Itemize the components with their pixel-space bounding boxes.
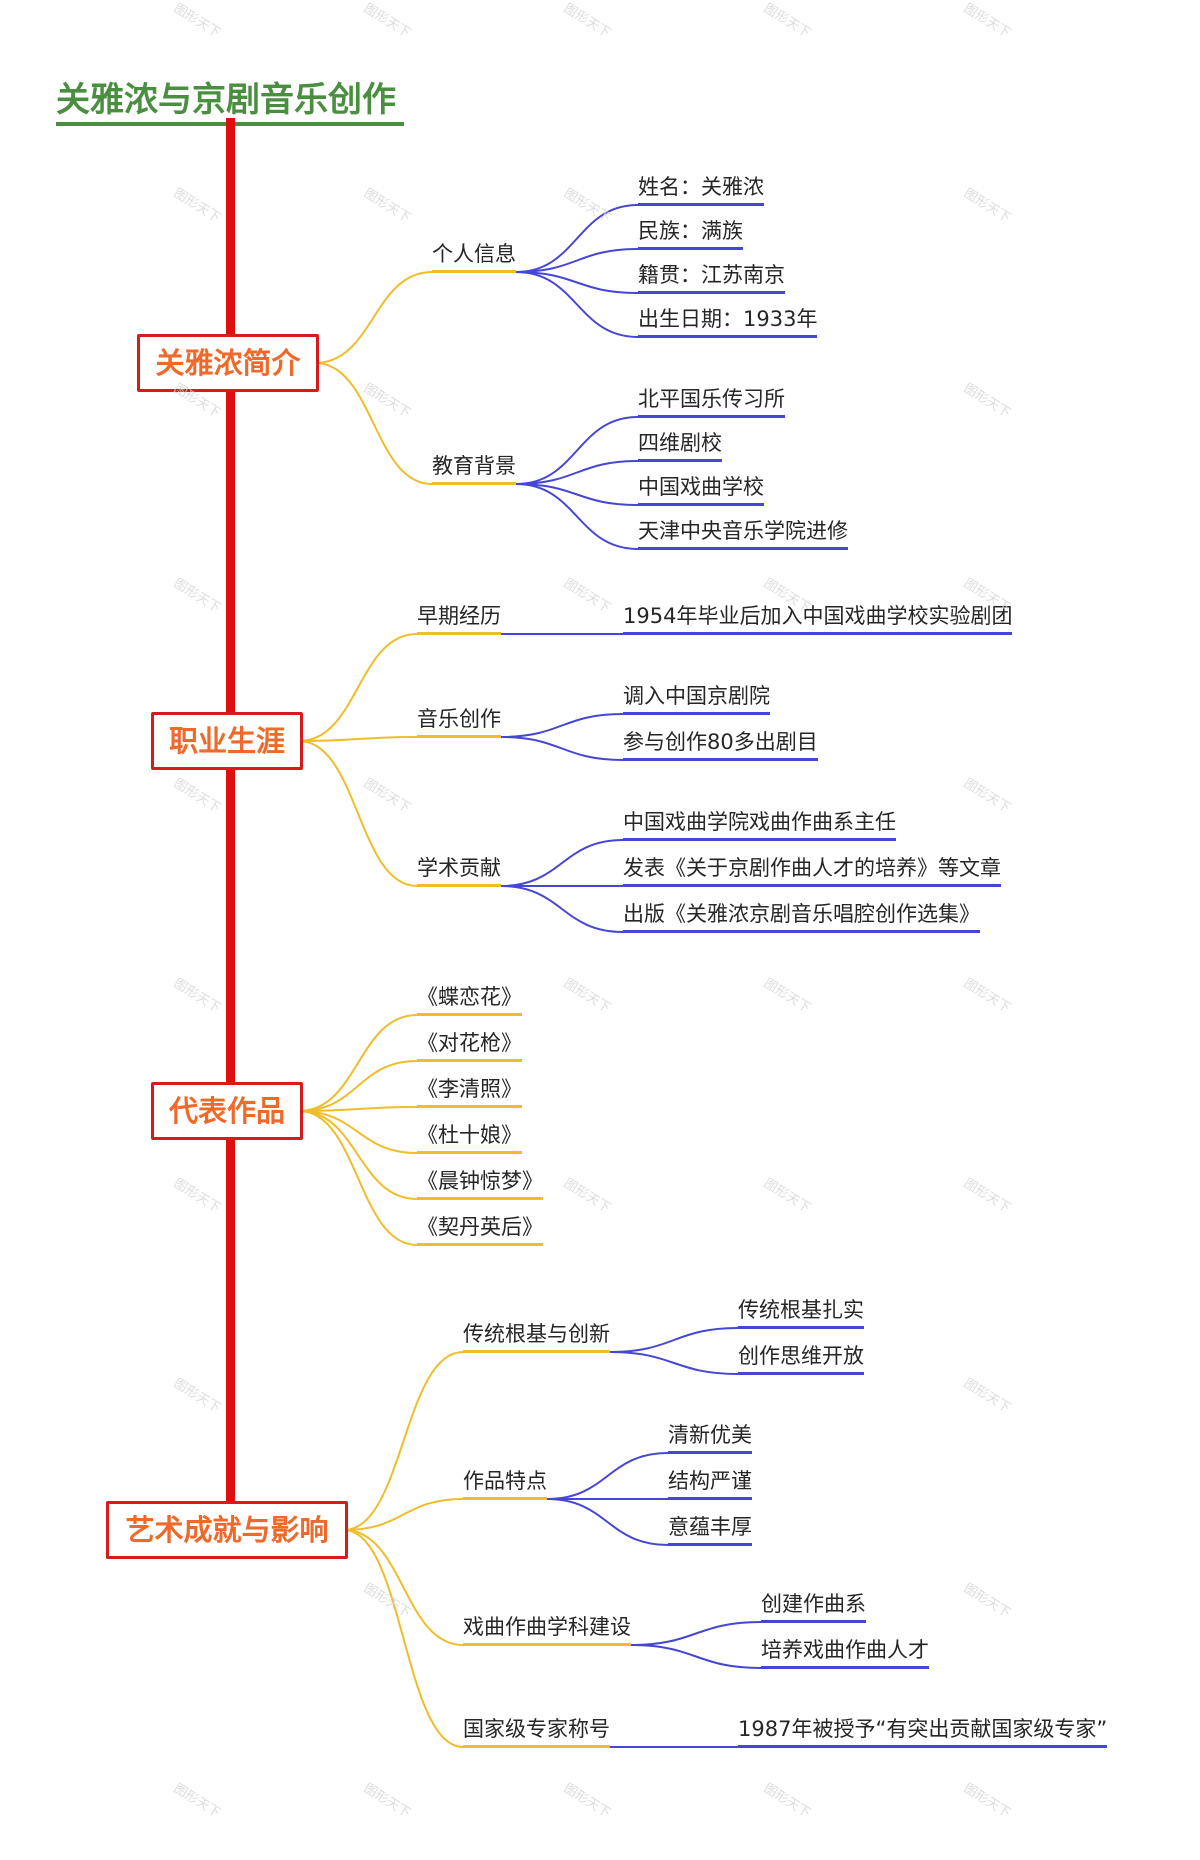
edge-branch-leaf bbox=[500, 839, 624, 887]
leaf-name[interactable]: 姓名：关雅浓 bbox=[638, 173, 764, 206]
main-node-achievements[interactable]: 艺术成就与影响 bbox=[106, 1501, 348, 1559]
leaf-feature-2[interactable]: 结构严谨 bbox=[668, 1467, 752, 1500]
edge-branch-leaf bbox=[515, 271, 639, 294]
work-2[interactable]: 《对花枪》 bbox=[417, 1029, 522, 1062]
edge-main-branch bbox=[298, 633, 418, 742]
leaf-academic-3[interactable]: 出版《关雅浓京剧音乐唱腔创作选集》 bbox=[623, 900, 980, 933]
edge-branch-leaf bbox=[515, 483, 639, 506]
leaf-birthdate[interactable]: 出生日期：1933年 bbox=[638, 305, 818, 338]
leaf-hometown[interactable]: 籍贯：江苏南京 bbox=[638, 261, 785, 294]
edge-main-branch bbox=[314, 271, 433, 364]
edge-branch-leaf bbox=[500, 713, 624, 738]
edge-main-branch bbox=[298, 740, 418, 887]
edge-branch-leaf bbox=[515, 483, 639, 550]
edge-branch-leaf bbox=[630, 1621, 762, 1646]
edge-main-branch bbox=[298, 1060, 418, 1112]
edge-main-branch bbox=[343, 1529, 464, 1646]
branch-work-features[interactable]: 作品特点 bbox=[463, 1467, 547, 1500]
leaf-feature-3[interactable]: 意蕴丰厚 bbox=[668, 1513, 752, 1546]
edge-main-branch bbox=[298, 1014, 418, 1112]
work-5[interactable]: 《晨钟惊梦》 bbox=[417, 1167, 543, 1200]
edge-main-branch bbox=[343, 1498, 464, 1531]
branch-music-creation[interactable]: 音乐创作 bbox=[417, 705, 501, 738]
leaf-academic-1[interactable]: 中国戏曲学院戏曲作曲系主任 bbox=[623, 808, 896, 841]
edge-branch-leaf bbox=[500, 736, 624, 761]
branch-education[interactable]: 教育背景 bbox=[432, 452, 516, 485]
leaf-music-1[interactable]: 调入中国京剧院 bbox=[623, 682, 770, 715]
branch-personal-info[interactable]: 个人信息 bbox=[432, 240, 516, 273]
edge-branch-leaf bbox=[630, 1644, 762, 1669]
edge-branch-leaf bbox=[546, 1498, 669, 1546]
edge-branch-leaf bbox=[515, 271, 639, 338]
leaf-academic-2[interactable]: 发表《关于京剧作曲人才的培养》等文章 bbox=[623, 854, 1001, 887]
edge-branch-leaf bbox=[500, 885, 624, 933]
work-6[interactable]: 《契丹英后》 bbox=[417, 1213, 543, 1246]
edge-main-branch bbox=[298, 1110, 418, 1154]
leaf-tradition-1[interactable]: 传统根基扎实 bbox=[738, 1296, 864, 1329]
edge-main-branch bbox=[298, 736, 418, 742]
main-node-works[interactable]: 代表作品 bbox=[151, 1082, 303, 1140]
main-node-career[interactable]: 职业生涯 bbox=[151, 712, 303, 770]
edge-branch-leaf bbox=[515, 248, 639, 273]
main-node-intro[interactable]: 关雅浓简介 bbox=[137, 334, 319, 392]
leaf-discipline-1[interactable]: 创建作曲系 bbox=[761, 1590, 866, 1623]
edge-branch-leaf bbox=[609, 1351, 739, 1375]
leaf-national-expert[interactable]: 1987年被授予“有突出贡献国家级专家” bbox=[738, 1715, 1108, 1748]
edge-branch-leaf bbox=[515, 460, 639, 485]
edge-main-branch bbox=[343, 1529, 464, 1748]
work-4[interactable]: 《杜十娘》 bbox=[417, 1121, 522, 1154]
leaf-school-4[interactable]: 天津中央音乐学院进修 bbox=[638, 517, 848, 550]
leaf-music-2[interactable]: 参与创作80多出剧目 bbox=[623, 728, 818, 761]
branch-early-career[interactable]: 早期经历 bbox=[417, 602, 501, 635]
mind-map-trunk bbox=[226, 118, 235, 1528]
edge-branch-leaf bbox=[546, 1452, 669, 1500]
edge-main-branch bbox=[343, 1351, 464, 1531]
leaf-tradition-2[interactable]: 创作思维开放 bbox=[738, 1342, 864, 1375]
leaf-school-1[interactable]: 北平国乐传习所 bbox=[638, 385, 785, 418]
edge-branch-leaf bbox=[609, 1327, 739, 1353]
leaf-ethnicity[interactable]: 民族：满族 bbox=[638, 217, 743, 250]
page-title: 关雅浓与京剧音乐创作 bbox=[56, 80, 396, 120]
work-1[interactable]: 《蝶恋花》 bbox=[417, 983, 522, 1016]
branch-tradition-innovation[interactable]: 传统根基与创新 bbox=[463, 1320, 610, 1353]
edge-main-branch bbox=[314, 362, 433, 485]
edge-main-branch bbox=[298, 1106, 418, 1112]
leaf-school-3[interactable]: 中国戏曲学校 bbox=[638, 473, 764, 506]
branch-national-expert[interactable]: 国家级专家称号 bbox=[463, 1715, 610, 1748]
leaf-school-2[interactable]: 四维剧校 bbox=[638, 429, 722, 462]
edge-main-branch bbox=[298, 1110, 418, 1200]
edge-main-branch bbox=[298, 1110, 418, 1246]
branch-academic[interactable]: 学术贡献 bbox=[417, 854, 501, 887]
edge-branch-leaf bbox=[515, 204, 639, 273]
work-3[interactable]: 《李清照》 bbox=[417, 1075, 522, 1108]
edge-branch-leaf bbox=[515, 416, 639, 485]
leaf-discipline-2[interactable]: 培养戏曲作曲人才 bbox=[761, 1636, 929, 1669]
branch-discipline[interactable]: 戏曲作曲学科建设 bbox=[463, 1613, 631, 1646]
leaf-early-career[interactable]: 1954年毕业后加入中国戏曲学校实验剧团 bbox=[623, 602, 1013, 635]
leaf-feature-1[interactable]: 清新优美 bbox=[668, 1421, 752, 1454]
